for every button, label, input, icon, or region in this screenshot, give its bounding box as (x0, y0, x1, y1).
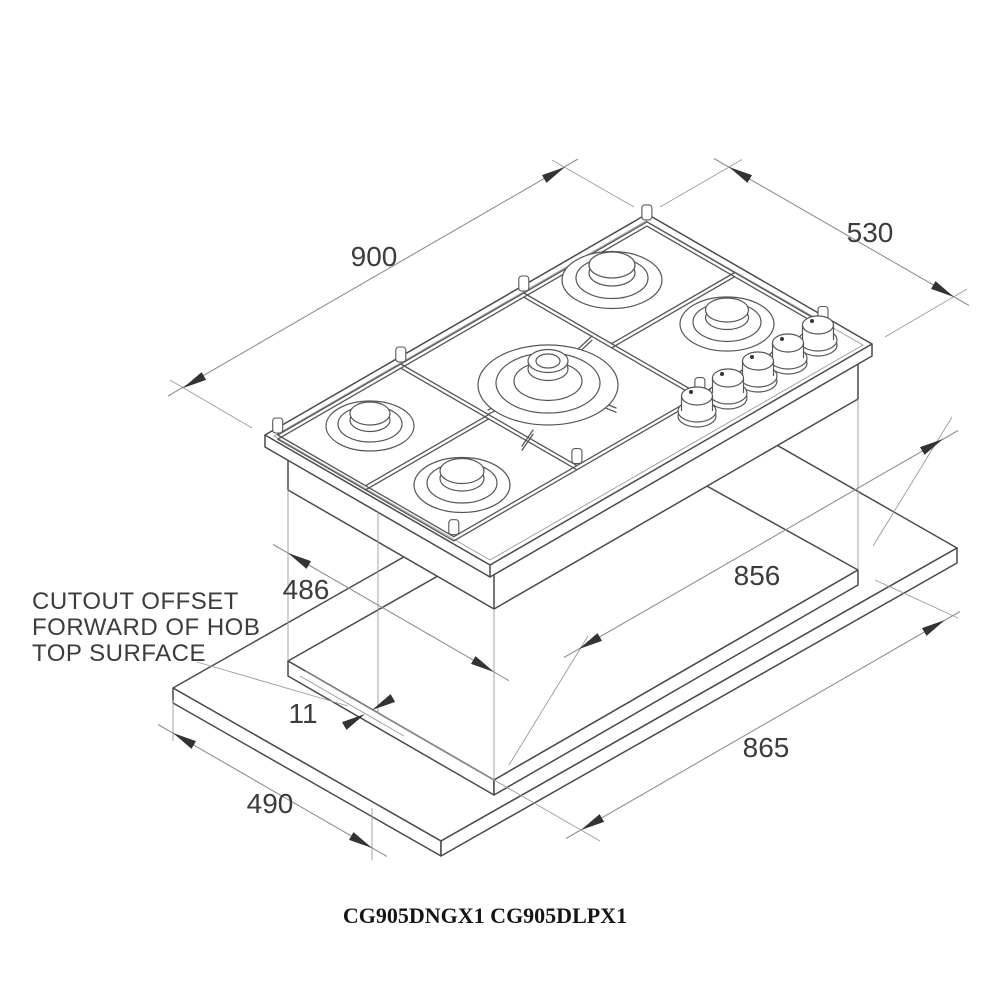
dim-865-arrow-end (922, 620, 945, 636)
dim-extension-lines (169, 159, 968, 860)
dim-900-label: 900 (351, 241, 398, 272)
model-numbers: CG905DNGX1 CG905DLPX1 (343, 903, 627, 928)
dim-11-label: 11 (288, 698, 317, 729)
burner-front-right (679, 296, 775, 352)
cutout-note-line3: TOP SURFACE (32, 640, 206, 667)
hob-top-plate-edges (264, 343, 873, 578)
dim-11-arrow-right (372, 694, 396, 710)
dim-490-arrow-start (173, 733, 196, 749)
cutout-inner-wall-right (493, 569, 859, 796)
dimension-530: 530 (713, 158, 970, 306)
trivet-foot (641, 204, 653, 221)
dim-856-label: 856 (734, 560, 781, 591)
dimension-490: 490 (157, 724, 388, 857)
control-knob-2 (708, 368, 748, 410)
dim-856-line (563, 430, 959, 658)
trivet-foot (448, 519, 460, 536)
dim-490-label: 490 (247, 788, 294, 819)
dim-865-arrow-start (581, 814, 605, 830)
hob-top-inner-rim (273, 220, 864, 561)
dimension-900: 900 (167, 158, 579, 397)
dim-856-arrow-start (579, 633, 602, 649)
dim-865-label: 865 (743, 732, 790, 763)
cutout-edge-extension-line (304, 670, 601, 842)
control-knob-1 (677, 386, 717, 428)
control-knobs (677, 315, 838, 428)
trivet-foot (518, 275, 530, 292)
trivet-foot (571, 448, 583, 465)
dimension-865: 865 (565, 611, 961, 839)
burner-back-left (325, 400, 415, 452)
cutout-note-line2: FORWARD OF HOB (32, 614, 260, 641)
dim-486-arrow-start (288, 553, 311, 569)
dim-530-line (713, 158, 970, 306)
dim-490-arrow-end (349, 832, 372, 848)
dim-900-arrow-start (183, 372, 207, 388)
cutout-note-line1: CUTOUT OFFSET (32, 588, 239, 615)
dimension-486: 486 (272, 543, 510, 682)
dim-490-line (157, 724, 388, 857)
pan-support-feet (272, 204, 829, 536)
dim-530-arrow-end (931, 281, 954, 297)
dimension-11: 11 (288, 694, 396, 730)
dim-11-arrow-left (342, 714, 365, 730)
control-knob-4 (768, 333, 808, 375)
dimension-856: 856 (563, 430, 959, 658)
dim-856-arrow-end (920, 439, 943, 455)
leader-line (196, 661, 349, 707)
projection-lines (169, 159, 968, 860)
trivet-foot (272, 417, 284, 434)
burner-front-left (413, 456, 511, 514)
burner-back-right (561, 250, 663, 310)
burners (325, 250, 775, 514)
dim-486-label: 486 (283, 574, 330, 605)
cutout-note: CUTOUT OFFSET FORWARD OF HOB TOP SURFACE (32, 588, 260, 667)
hob-edge-projection-line (299, 675, 405, 737)
dim-486-line (272, 543, 510, 682)
control-knob-3 (738, 351, 778, 393)
dim-900-line (167, 158, 579, 397)
dim-865-line (565, 611, 961, 839)
control-knob-5 (798, 315, 838, 357)
counter-front-right-face (440, 547, 958, 857)
dim-530-arrow-start (729, 167, 752, 183)
dim-530-label: 530 (847, 217, 894, 248)
dim-486-arrow-end (471, 656, 494, 672)
vertical-projection-lines (287, 399, 859, 780)
counter-panel (172, 394, 958, 857)
wok-burner-center (477, 344, 619, 426)
dim-900-arrow-end (542, 167, 565, 183)
trivet-foot (395, 346, 407, 363)
